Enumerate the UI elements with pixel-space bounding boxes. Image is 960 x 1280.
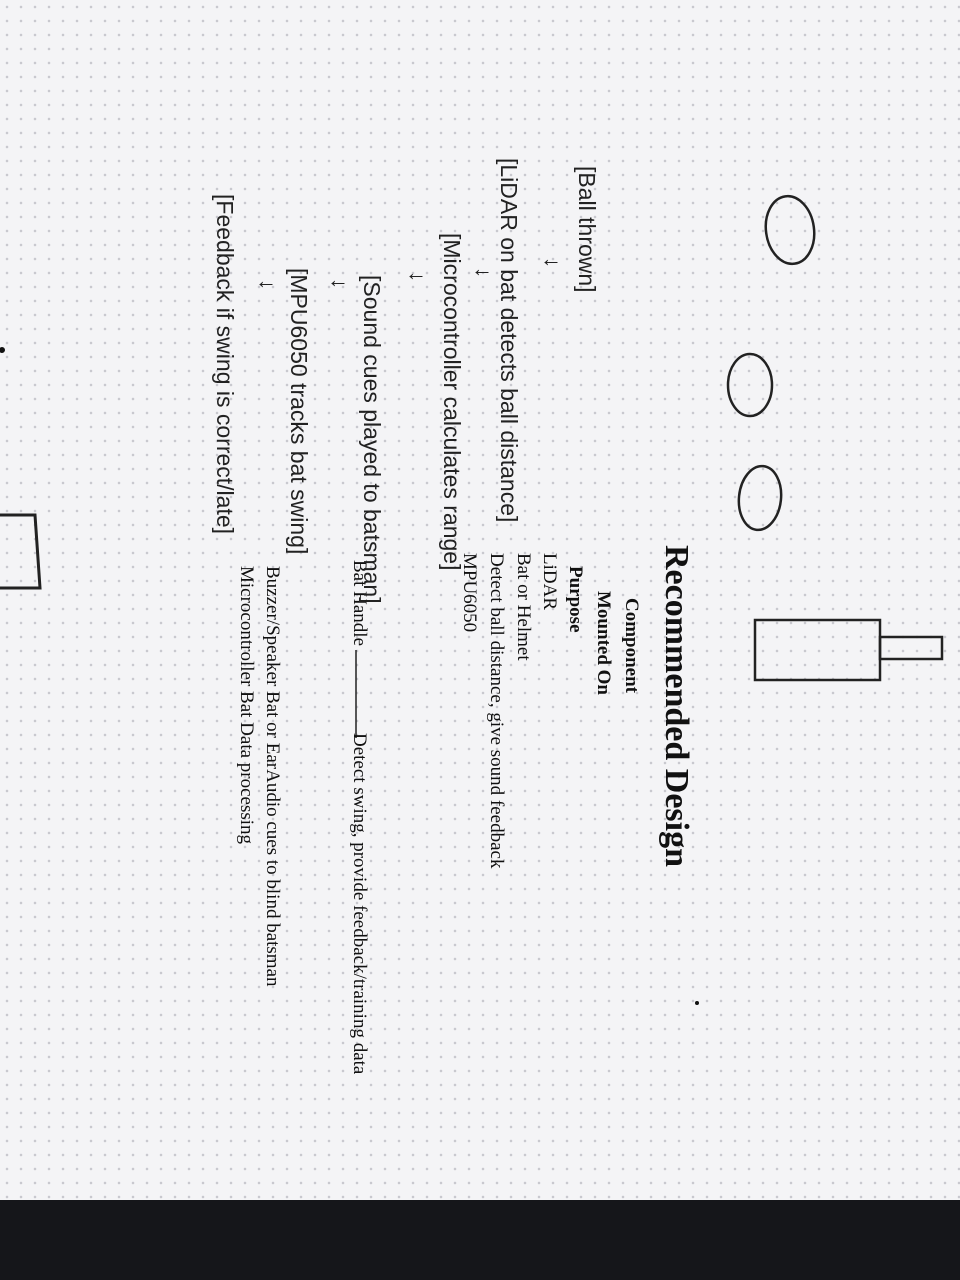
- flow-arrow-icon: ↓: [471, 267, 496, 278]
- table-header-mounted-on: Mounted On: [593, 591, 614, 695]
- flow-step-mpu6050: [MPU6050 tracks bat swing]: [286, 268, 312, 555]
- table-row: LiDAR: [539, 553, 560, 610]
- table-row: Microcontroller Bat Data processing: [236, 566, 257, 845]
- connector-line: [355, 650, 357, 738]
- notes-page: Recommended Design Component Mounted On …: [0, 0, 960, 1200]
- drawn-bat-blade: [753, 618, 882, 682]
- pen-dot-left: [0, 347, 5, 353]
- device-bezel: [0, 1200, 960, 1280]
- table-header-purpose: Purpose: [565, 566, 586, 633]
- flow-step-ball-thrown: [Ball thrown]: [574, 166, 600, 293]
- page-title: Recommended Design: [658, 545, 695, 868]
- table-row: Detect ball distance, give sound feedbac…: [486, 553, 507, 869]
- flow-arrow-icon: ↓: [540, 257, 565, 268]
- flow-step-feedback: [Feedback if swing is correct/late]: [212, 194, 238, 535]
- rotated-page-content: Recommended Design Component Mounted On …: [0, 158, 944, 1075]
- drawn-circle-1: [764, 194, 816, 266]
- table-header-component: Component: [621, 598, 642, 694]
- flow-arrow-icon: ↓: [405, 271, 430, 282]
- flow-step-sound-cues: [Sound cues played to batsman]: [359, 275, 385, 604]
- flow-step-microcontroller: [Microcontroller calculates range]: [439, 233, 465, 571]
- table-row: Detect swing, provide feedback/training …: [349, 733, 370, 1075]
- table-row: Bat or Helmet: [513, 553, 534, 661]
- flow-arrow-icon: ↓: [327, 278, 352, 289]
- drawn-circle-2: [726, 352, 774, 418]
- pen-dot: [695, 1001, 699, 1005]
- drawn-circle-3: [737, 464, 783, 532]
- drawn-bat-handle: [878, 635, 944, 661]
- table-row: Buzzer/Speaker Bat or EarAudio cues to b…: [262, 566, 283, 987]
- drawn-box-fragment: [0, 513, 42, 590]
- flow-step-lidar: [LiDAR on bat detects ball distance]: [496, 158, 522, 523]
- flow-arrow-icon: ↓: [255, 279, 280, 290]
- hand-drawings: [0, 194, 944, 1005]
